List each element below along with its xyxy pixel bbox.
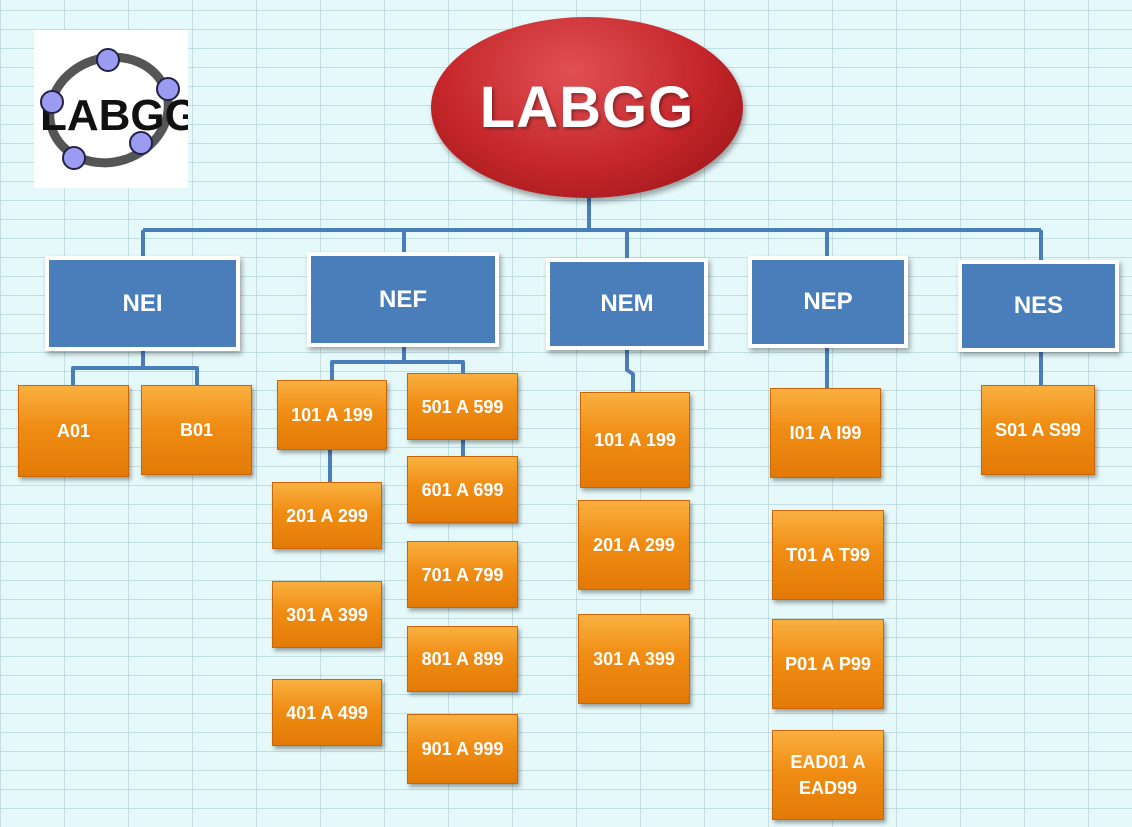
logo-graphic: LABGG <box>40 48 188 170</box>
leaf-node: 301 A 399 <box>272 581 382 648</box>
leaf-node: 101 A 199 <box>580 392 690 488</box>
leaf-node: 901 A 999 <box>407 714 518 784</box>
leaf-node: S01 A S99 <box>981 385 1095 475</box>
leaf-node: 601 A 699 <box>407 456 518 523</box>
leaf-node: 501 A 599 <box>407 373 518 440</box>
leaf-node: 201 A 299 <box>272 482 382 549</box>
leaf-node: 301 A 399 <box>578 614 690 704</box>
connector-nef-split <box>330 345 406 380</box>
leaf-node: 801 A 899 <box>407 626 518 692</box>
level-node-nem: NEM <box>546 258 708 350</box>
level-node-nei: NEI <box>45 256 240 351</box>
logo-node-left <box>40 90 64 114</box>
logo-node-right <box>156 77 180 101</box>
leaf-node: EAD01 A EAD99 <box>772 730 884 820</box>
leaf-node: 201 A 299 <box>578 500 690 590</box>
connector-nem-chain <box>625 348 635 392</box>
leaf-node: I01 A I99 <box>770 388 881 478</box>
level-node-nef: NEF <box>307 252 499 347</box>
leaf-node: 701 A 799 <box>407 541 518 608</box>
leaf-node: P01 A P99 <box>772 619 884 709</box>
leaf-node: T01 A T99 <box>772 510 884 600</box>
connector-nei-children <box>71 350 145 385</box>
labgg-logo: LABGG <box>34 30 188 188</box>
connector-nef-right <box>404 360 465 373</box>
logo-node-top <box>96 48 120 72</box>
leaf-node: A01 <box>18 385 129 477</box>
logo-node-bottom <box>62 146 86 170</box>
logo-node-bottom-right <box>129 131 153 155</box>
level-node-nes: NES <box>958 260 1119 352</box>
leaf-node: 101 A 199 <box>277 380 387 450</box>
leaf-node: B01 <box>141 385 252 475</box>
connector-nei-b01 <box>143 366 199 385</box>
leaf-node: 401 A 499 <box>272 679 382 746</box>
level-node-nep: NEP <box>748 256 908 348</box>
root-node: LABGG <box>431 17 743 198</box>
